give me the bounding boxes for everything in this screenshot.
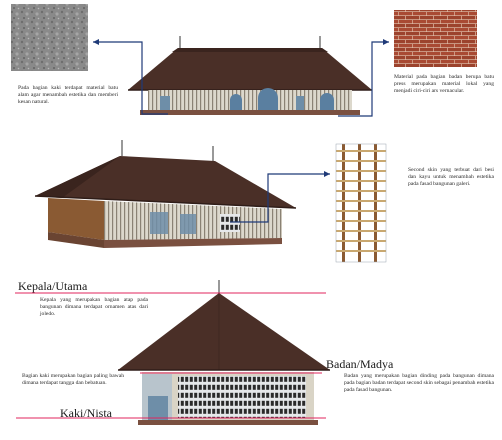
label-body: Badan/Madya [326,358,393,371]
caption-second-skin: Second skin yang terbuat dari besi dan k… [408,167,494,188]
caption-stone-texture: Pada bagian kaki terdapat material batu … [18,85,118,106]
label-head: Kepala/Utama [18,280,87,293]
second-skin-lattice-detail [336,144,386,262]
caption-foot-section: Bagian kaki merupakan bagian paling bawa… [22,373,124,387]
label-foot: Kaki/Nista [60,407,112,420]
caption-body-section: Badan yang merupakan bagian dinding pada… [344,373,494,394]
building-section-elevation [118,280,330,425]
stone-texture-swatch [11,4,88,71]
brick-texture-swatch [394,10,477,67]
building-front-elevation [128,36,372,115]
caption-brick-texture: Material pada bagian badan berupa batu p… [394,74,494,95]
caption-head-section: Kepala yang merupakan bagian atap pada b… [40,297,148,318]
building-perspective [35,140,296,248]
